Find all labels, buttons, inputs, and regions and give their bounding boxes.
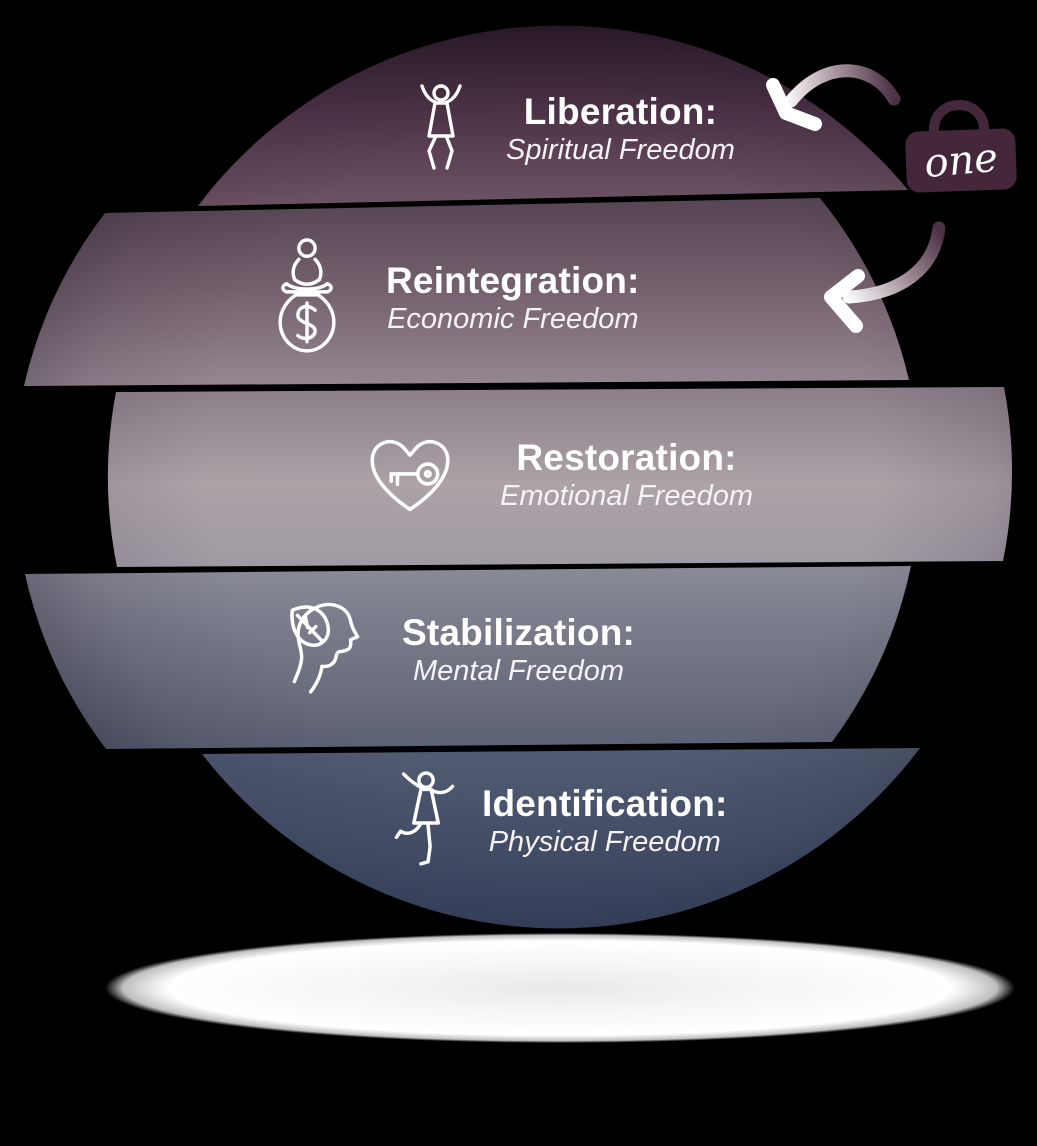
stage-restoration: Restoration: Emotional Freedom [362,428,753,522]
stage-stabilization: Stabilization: Mental Freedom [284,598,635,702]
meditating-person-money-bag-icon [268,238,346,358]
stage-subtitle: Emotional Freedom [500,479,754,512]
dancing-person-icon [390,770,458,872]
cheering-person-icon [410,82,470,176]
curved-arrow-top-icon [766,64,901,131]
handbag-body-icon [905,128,1017,193]
ground-shadow [105,933,1015,1043]
stage-title: Reintegration: [386,259,640,301]
handbag-handle-icon [929,100,989,133]
stage-title: Liberation: [523,90,718,132]
stage-identification: Identification: Physical Freedom [390,770,728,872]
stage-liberation: Liberation: Spiritual Freedom [410,82,735,176]
stage-subtitle: Economic Freedom [387,302,639,335]
stage-reintegration: Reintegration: Economic Freedom [268,238,640,358]
badge-label: one [922,135,999,187]
stage-subtitle: Physical Freedom [488,825,721,858]
stage-title: Stabilization: [402,611,636,653]
head-leaf-icon [284,598,370,702]
curved-arrow-middle-icon [824,221,946,333]
stage-title: Restoration: [516,436,737,478]
stage-subtitle: Mental Freedom [412,654,625,687]
stage-subtitle: Spiritual Freedom [506,133,735,166]
stage-title: Identification: [482,782,728,824]
heart-key-icon [362,428,458,522]
handbag-badge: one [905,100,1017,193]
